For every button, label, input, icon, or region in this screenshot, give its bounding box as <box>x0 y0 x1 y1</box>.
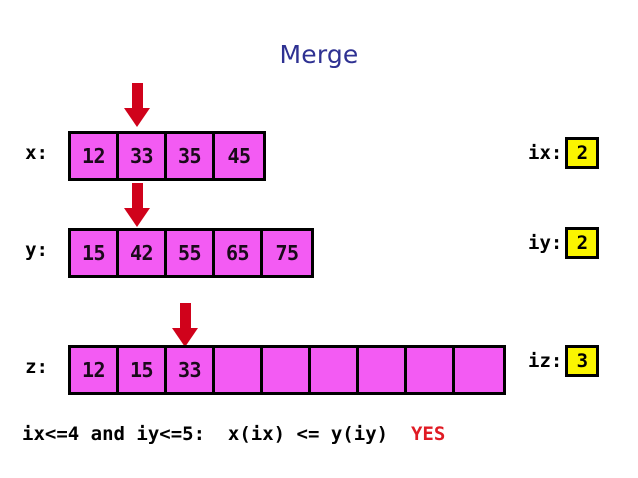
index-value-iy[interactable]: 2 <box>565 227 600 259</box>
index-group-ix: ix: 2 <box>528 136 600 170</box>
arrow-head <box>172 328 198 347</box>
arrow-head <box>124 208 150 227</box>
array-cell[interactable]: 35 <box>167 134 215 178</box>
array-cell[interactable] <box>263 348 311 392</box>
array-cells-x: 12 33 35 45 <box>68 131 266 181</box>
pointer-arrow-y <box>124 183 150 227</box>
array-cell[interactable]: 12 <box>71 348 119 392</box>
arrow-shaft <box>132 183 143 209</box>
array-cell[interactable] <box>311 348 359 392</box>
array-label-y: y: <box>25 239 48 261</box>
arrow-shaft <box>180 303 191 329</box>
condition-separator <box>388 423 411 445</box>
array-cell[interactable]: 45 <box>215 134 263 178</box>
condition-line: ix<=4 and iy<=5: x(ix) <= y(iy) YES <box>22 423 445 445</box>
array-cells-z: 12 15 33 <box>68 345 506 395</box>
array-cell[interactable] <box>407 348 455 392</box>
index-group-iy: iy: 2 <box>528 226 600 260</box>
index-label-iz: iz: <box>528 350 563 372</box>
array-cells-y: 15 42 55 65 75 <box>68 228 314 278</box>
index-label-iy: iy: <box>528 232 563 254</box>
array-cell[interactable]: 33 <box>119 134 167 178</box>
array-cell[interactable]: 55 <box>167 231 215 275</box>
condition-bounds-test: ix<=4 and iy<=5: <box>22 423 206 445</box>
index-value-ix[interactable]: 2 <box>565 137 600 169</box>
page-title: Merge <box>279 40 359 69</box>
index-value-iz[interactable]: 3 <box>565 345 600 377</box>
array-cell[interactable]: 12 <box>71 134 119 178</box>
index-group-iz: iz: 3 <box>528 344 600 378</box>
array-cell[interactable]: 15 <box>119 348 167 392</box>
index-label-ix: ix: <box>528 142 563 164</box>
condition-separator <box>205 423 228 445</box>
array-cell[interactable] <box>215 348 263 392</box>
array-cell[interactable] <box>359 348 407 392</box>
array-cell[interactable]: 15 <box>71 231 119 275</box>
condition-result: YES <box>410 423 446 445</box>
pointer-arrow-x <box>124 83 150 127</box>
condition-compare-test: x(ix) <= y(iy) <box>227 423 389 445</box>
arrow-head <box>124 108 150 127</box>
array-cell[interactable]: 65 <box>215 231 263 275</box>
array-cell[interactable]: 33 <box>167 348 215 392</box>
pointer-arrow-z <box>172 303 198 347</box>
array-cell[interactable]: 42 <box>119 231 167 275</box>
arrow-shaft <box>132 83 143 109</box>
array-label-z: z: <box>25 356 48 378</box>
array-cell[interactable] <box>455 348 503 392</box>
array-cell[interactable]: 75 <box>263 231 311 275</box>
array-label-x: x: <box>25 142 48 164</box>
